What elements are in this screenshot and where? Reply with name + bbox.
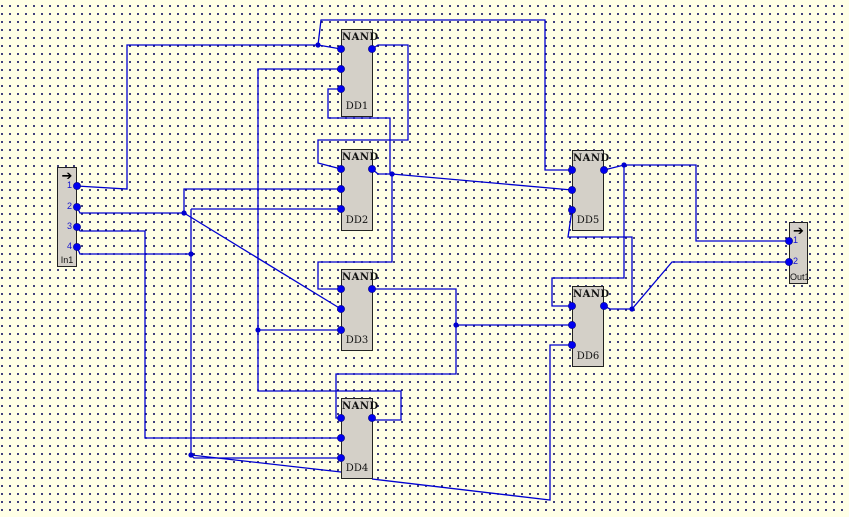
pin-connector[interactable]: [600, 302, 608, 310]
wire[interactable]: [371, 344, 572, 501]
wire[interactable]: [391, 173, 573, 191]
gate-type-label: NAND: [573, 289, 610, 300]
wire[interactable]: [551, 165, 625, 307]
wire[interactable]: [567, 209, 633, 309]
wire-junction: [453, 322, 459, 328]
gate-type-label: NAND: [342, 272, 379, 283]
out1-pin-label-2: 2: [793, 256, 799, 266]
wire[interactable]: [372, 288, 457, 325]
nand-gate-dd5[interactable]: NAND DD5: [572, 150, 610, 231]
pin-connector[interactable]: [73, 182, 81, 190]
wire[interactable]: [76, 206, 184, 214]
wire[interactable]: [317, 19, 572, 171]
gate-type-label: NAND: [573, 153, 610, 164]
pin-connector[interactable]: [568, 166, 576, 174]
pin-connector[interactable]: [337, 205, 345, 213]
arrow-right-icon: ➔: [61, 169, 73, 184]
in1-pin-label-1: 1: [67, 180, 73, 190]
gate-type-label: NAND: [342, 401, 379, 412]
pin-connector[interactable]: [785, 237, 793, 245]
wire[interactable]: [183, 212, 342, 310]
pin-connector[interactable]: [337, 185, 345, 193]
in1-pin-label-2: 2: [67, 201, 73, 211]
pin-connector[interactable]: [337, 305, 345, 313]
output-block-label: Out1: [790, 272, 810, 282]
arrow-right-icon: ➔: [793, 224, 804, 239]
wire[interactable]: [327, 88, 391, 174]
pin-connector[interactable]: [368, 414, 376, 422]
pin-connector[interactable]: [73, 243, 81, 251]
wire[interactable]: [76, 44, 342, 190]
pin-connector[interactable]: [337, 434, 345, 442]
pin-connector[interactable]: [368, 285, 376, 293]
gate-type-label: NAND: [342, 32, 379, 43]
wire[interactable]: [317, 174, 393, 290]
pin-connector[interactable]: [368, 165, 376, 173]
wire-junction: [188, 452, 194, 458]
wire[interactable]: [257, 330, 402, 421]
gate-name-label: DD6: [576, 351, 600, 362]
pin-connector[interactable]: [600, 166, 608, 174]
pin-connector[interactable]: [568, 321, 576, 329]
input-block-label: In1: [60, 255, 74, 265]
pin-connector[interactable]: [337, 414, 345, 422]
wire[interactable]: [317, 44, 409, 170]
wire[interactable]: [257, 68, 341, 330]
nand-gate-dd4[interactable]: NAND DD4: [341, 398, 379, 479]
gate-name-label: DD4: [345, 463, 369, 474]
wire[interactable]: [603, 305, 632, 310]
gate-name-label: DD5: [576, 215, 600, 226]
in1-pin-label-3: 3: [67, 221, 73, 231]
wire-junction: [389, 171, 395, 177]
pin-connector[interactable]: [568, 186, 576, 194]
pin-connector[interactable]: [785, 258, 793, 266]
wire[interactable]: [631, 261, 789, 310]
wire[interactable]: [76, 226, 341, 439]
wire-junction: [188, 251, 194, 257]
gate-name-label: DD1: [345, 101, 369, 112]
gate-type-label: NAND: [342, 152, 379, 163]
pin-connector[interactable]: [568, 341, 576, 349]
wire-junction: [181, 210, 187, 216]
wire[interactable]: [190, 454, 342, 473]
pin-connector[interactable]: [73, 203, 81, 211]
out1-pin-label-1: 1: [793, 235, 799, 245]
pin-connector[interactable]: [337, 326, 345, 334]
pin-connector[interactable]: [568, 302, 576, 310]
pin-connector[interactable]: [337, 454, 345, 462]
gate-name-label: DD2: [345, 215, 369, 226]
output-block-out1[interactable]: ➔ Out1: [789, 222, 810, 284]
wire-junction: [629, 306, 635, 312]
pin-connector[interactable]: [337, 65, 345, 73]
wire-junction: [315, 42, 321, 48]
pin-connector[interactable]: [337, 45, 345, 53]
wire[interactable]: [76, 246, 191, 255]
pin-connector[interactable]: [368, 45, 376, 53]
wire[interactable]: [335, 325, 457, 419]
pin-connector[interactable]: [337, 285, 345, 293]
pin-connector[interactable]: [73, 223, 81, 231]
pin-connector[interactable]: [337, 85, 345, 93]
input-block-in1[interactable]: ➔ In1: [57, 167, 77, 267]
wire-junction: [621, 162, 627, 168]
nand-gate-dd1[interactable]: NAND DD1: [341, 29, 379, 117]
in1-pin-label-4: 4: [67, 241, 73, 251]
wire-junction: [255, 327, 261, 333]
pin-connector[interactable]: [568, 206, 576, 214]
pin-connector[interactable]: [337, 165, 345, 173]
nand-gate-dd3[interactable]: NAND DD3: [341, 269, 379, 351]
wire[interactable]: [603, 164, 789, 242]
wire[interactable]: [183, 188, 341, 213]
gate-name-label: DD3: [345, 335, 369, 346]
